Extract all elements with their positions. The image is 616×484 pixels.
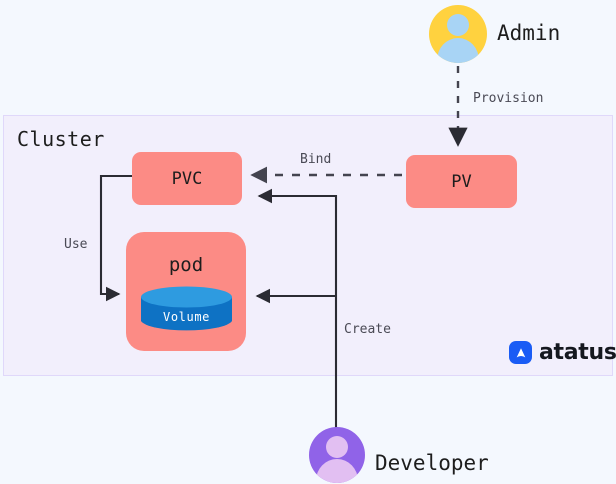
atatus-wordmark: atatus [539, 340, 616, 365]
avatar-head-icon [326, 436, 348, 458]
edge-label-use: Use [64, 237, 88, 252]
edge-label-bind: Bind [300, 152, 332, 167]
edge-label-provision: Provision [473, 91, 544, 106]
node-pvc-label: PVC [171, 168, 203, 189]
avatar-developer[interactable] [309, 427, 365, 483]
cluster-label: Cluster [17, 127, 105, 151]
avatar-head-icon [447, 14, 469, 36]
atatus-watermark: atatus [509, 340, 616, 365]
actor-admin-label: Admin [497, 21, 561, 45]
cylinder-shape [141, 286, 232, 331]
avatar-admin[interactable] [429, 5, 487, 63]
node-pod-label: pod [168, 254, 204, 276]
edge-label-create: Create [344, 322, 391, 337]
node-pv-label: PV [451, 171, 472, 192]
node-volume[interactable]: Volume [140, 286, 233, 332]
atatus-chevron-icon [509, 341, 532, 364]
avatar-body-icon [316, 459, 358, 483]
actor-developer-label: Developer [375, 451, 489, 475]
node-pv[interactable]: PV [406, 155, 517, 208]
node-pvc[interactable]: PVC [132, 152, 242, 205]
avatar-body-icon [437, 38, 479, 63]
